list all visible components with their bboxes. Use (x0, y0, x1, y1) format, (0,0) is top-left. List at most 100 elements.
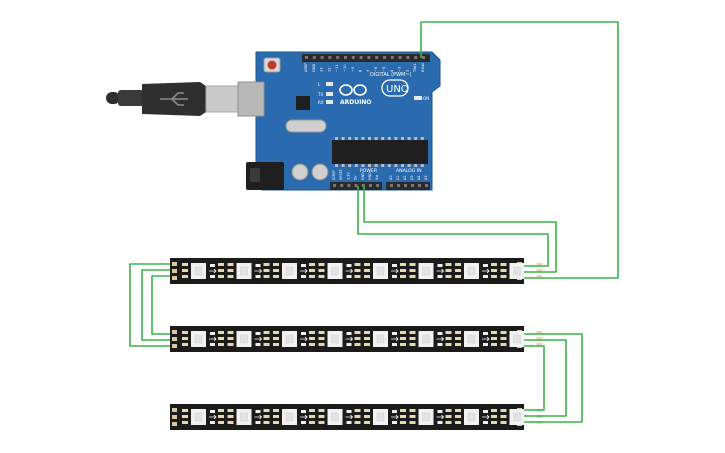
led-pixel[interactable] (409, 263, 452, 279)
digital-pin[interactable] (336, 56, 340, 59)
analog-pin[interactable] (418, 184, 421, 187)
analog-pin[interactable] (390, 184, 393, 187)
digital-pin[interactable] (414, 56, 418, 59)
led-pixel[interactable] (227, 331, 270, 347)
solder-pad (400, 337, 406, 340)
led-strip-3[interactable] (170, 404, 543, 430)
wire-gnd-strip1[interactable] (363, 186, 557, 273)
led-pixel[interactable] (182, 263, 224, 279)
usb-cable[interactable] (106, 82, 239, 116)
led-pixel[interactable] (182, 409, 224, 425)
solder-pad (400, 331, 406, 334)
led-pixel[interactable] (318, 263, 361, 279)
solder-pad (227, 415, 234, 418)
power-pin[interactable] (354, 184, 358, 187)
resistor (483, 332, 488, 335)
resistor (301, 343, 306, 346)
arrow-icon (300, 414, 308, 420)
solder-pad (309, 409, 315, 412)
led-strip-2[interactable] (170, 326, 543, 352)
led-pixel[interactable] (455, 331, 497, 347)
strip-pad (172, 415, 177, 419)
chip-pin (361, 164, 365, 167)
led-pixel[interactable] (500, 331, 543, 347)
analog-pin[interactable] (425, 184, 428, 187)
reset-button-cap[interactable] (267, 60, 277, 70)
digital-pin[interactable] (328, 56, 332, 59)
analog-pin[interactable] (397, 184, 400, 187)
solder-pad (273, 337, 279, 340)
wire-strip1-strip2-c[interactable] (151, 275, 170, 335)
digital-pin[interactable] (344, 56, 347, 59)
wire-5v-strip1[interactable] (357, 186, 549, 267)
power-pin[interactable] (347, 184, 351, 187)
led-pixel[interactable] (227, 263, 270, 279)
led-pixel[interactable] (409, 409, 452, 425)
digital-pin[interactable] (422, 56, 425, 59)
led-pixel[interactable] (500, 263, 543, 279)
chip-pin (387, 137, 391, 140)
digital-pin[interactable] (375, 56, 379, 59)
wire-data-pin2[interactable] (420, 21, 619, 279)
solder-pad (536, 343, 543, 346)
digital-pin[interactable] (351, 56, 355, 59)
solder-pad (500, 409, 507, 412)
digital-pin[interactable] (320, 56, 324, 59)
digital-pin[interactable] (398, 56, 402, 59)
led-pixel[interactable] (364, 409, 406, 425)
wire-strip2-strip3-c[interactable] (524, 345, 545, 411)
wire-strip1-strip2-a[interactable] (129, 263, 170, 347)
solder-pad (227, 275, 234, 278)
led-lens (331, 334, 339, 344)
led-pixel[interactable] (364, 263, 406, 279)
digital-pin-label: ~3 (398, 67, 402, 72)
analog-pin[interactable] (411, 184, 414, 187)
arrow-icon (482, 414, 490, 420)
power-pin[interactable] (333, 184, 336, 187)
resistor (301, 421, 306, 424)
board-model: UNO (386, 84, 409, 95)
resistor (346, 332, 352, 335)
led-pixel[interactable] (273, 409, 315, 425)
wire-strip2-strip3-b[interactable] (524, 339, 567, 417)
wire-strip1-strip2-b[interactable] (141, 269, 170, 341)
digital-pin[interactable] (359, 56, 363, 59)
power-pin[interactable] (376, 184, 380, 187)
chip-pin (414, 164, 418, 167)
led-pixel[interactable] (318, 409, 361, 425)
digital-pin[interactable] (383, 56, 386, 59)
power-pin[interactable] (369, 184, 372, 187)
solder-pad (536, 269, 543, 272)
digital-pin-label: ~10 (343, 64, 347, 72)
digital-pin[interactable] (406, 56, 410, 59)
analog-pin[interactable] (404, 184, 407, 187)
arduino-logo-icon (339, 84, 367, 96)
led-pixel[interactable] (273, 331, 315, 347)
arrow-icon (209, 336, 217, 342)
led-pixel[interactable] (409, 331, 452, 347)
led-pixel[interactable] (455, 263, 497, 279)
led-pixel[interactable] (182, 331, 224, 347)
led-pixel[interactable] (455, 409, 497, 425)
led-pixel[interactable] (364, 331, 406, 347)
led-pixel[interactable] (227, 409, 270, 425)
digital-pin[interactable] (305, 56, 308, 59)
resistor (437, 275, 443, 278)
led-pixel[interactable] (318, 331, 361, 347)
resistor (301, 264, 306, 267)
digital-pin[interactable] (367, 56, 371, 59)
power-pin[interactable] (361, 184, 365, 187)
led-strip-1[interactable] (170, 258, 543, 284)
digital-pin[interactable] (312, 56, 316, 59)
led-pixel[interactable] (273, 263, 315, 279)
power-pin[interactable] (340, 184, 344, 187)
digital-pin[interactable] (390, 56, 394, 59)
analog-header[interactable] (386, 182, 430, 190)
solder-pad (455, 337, 461, 340)
chip-pin (394, 164, 398, 167)
analog-pin-label: A4 (417, 176, 421, 180)
wire-strip2-strip3-a[interactable] (524, 333, 583, 423)
digital-header[interactable] (302, 54, 430, 62)
